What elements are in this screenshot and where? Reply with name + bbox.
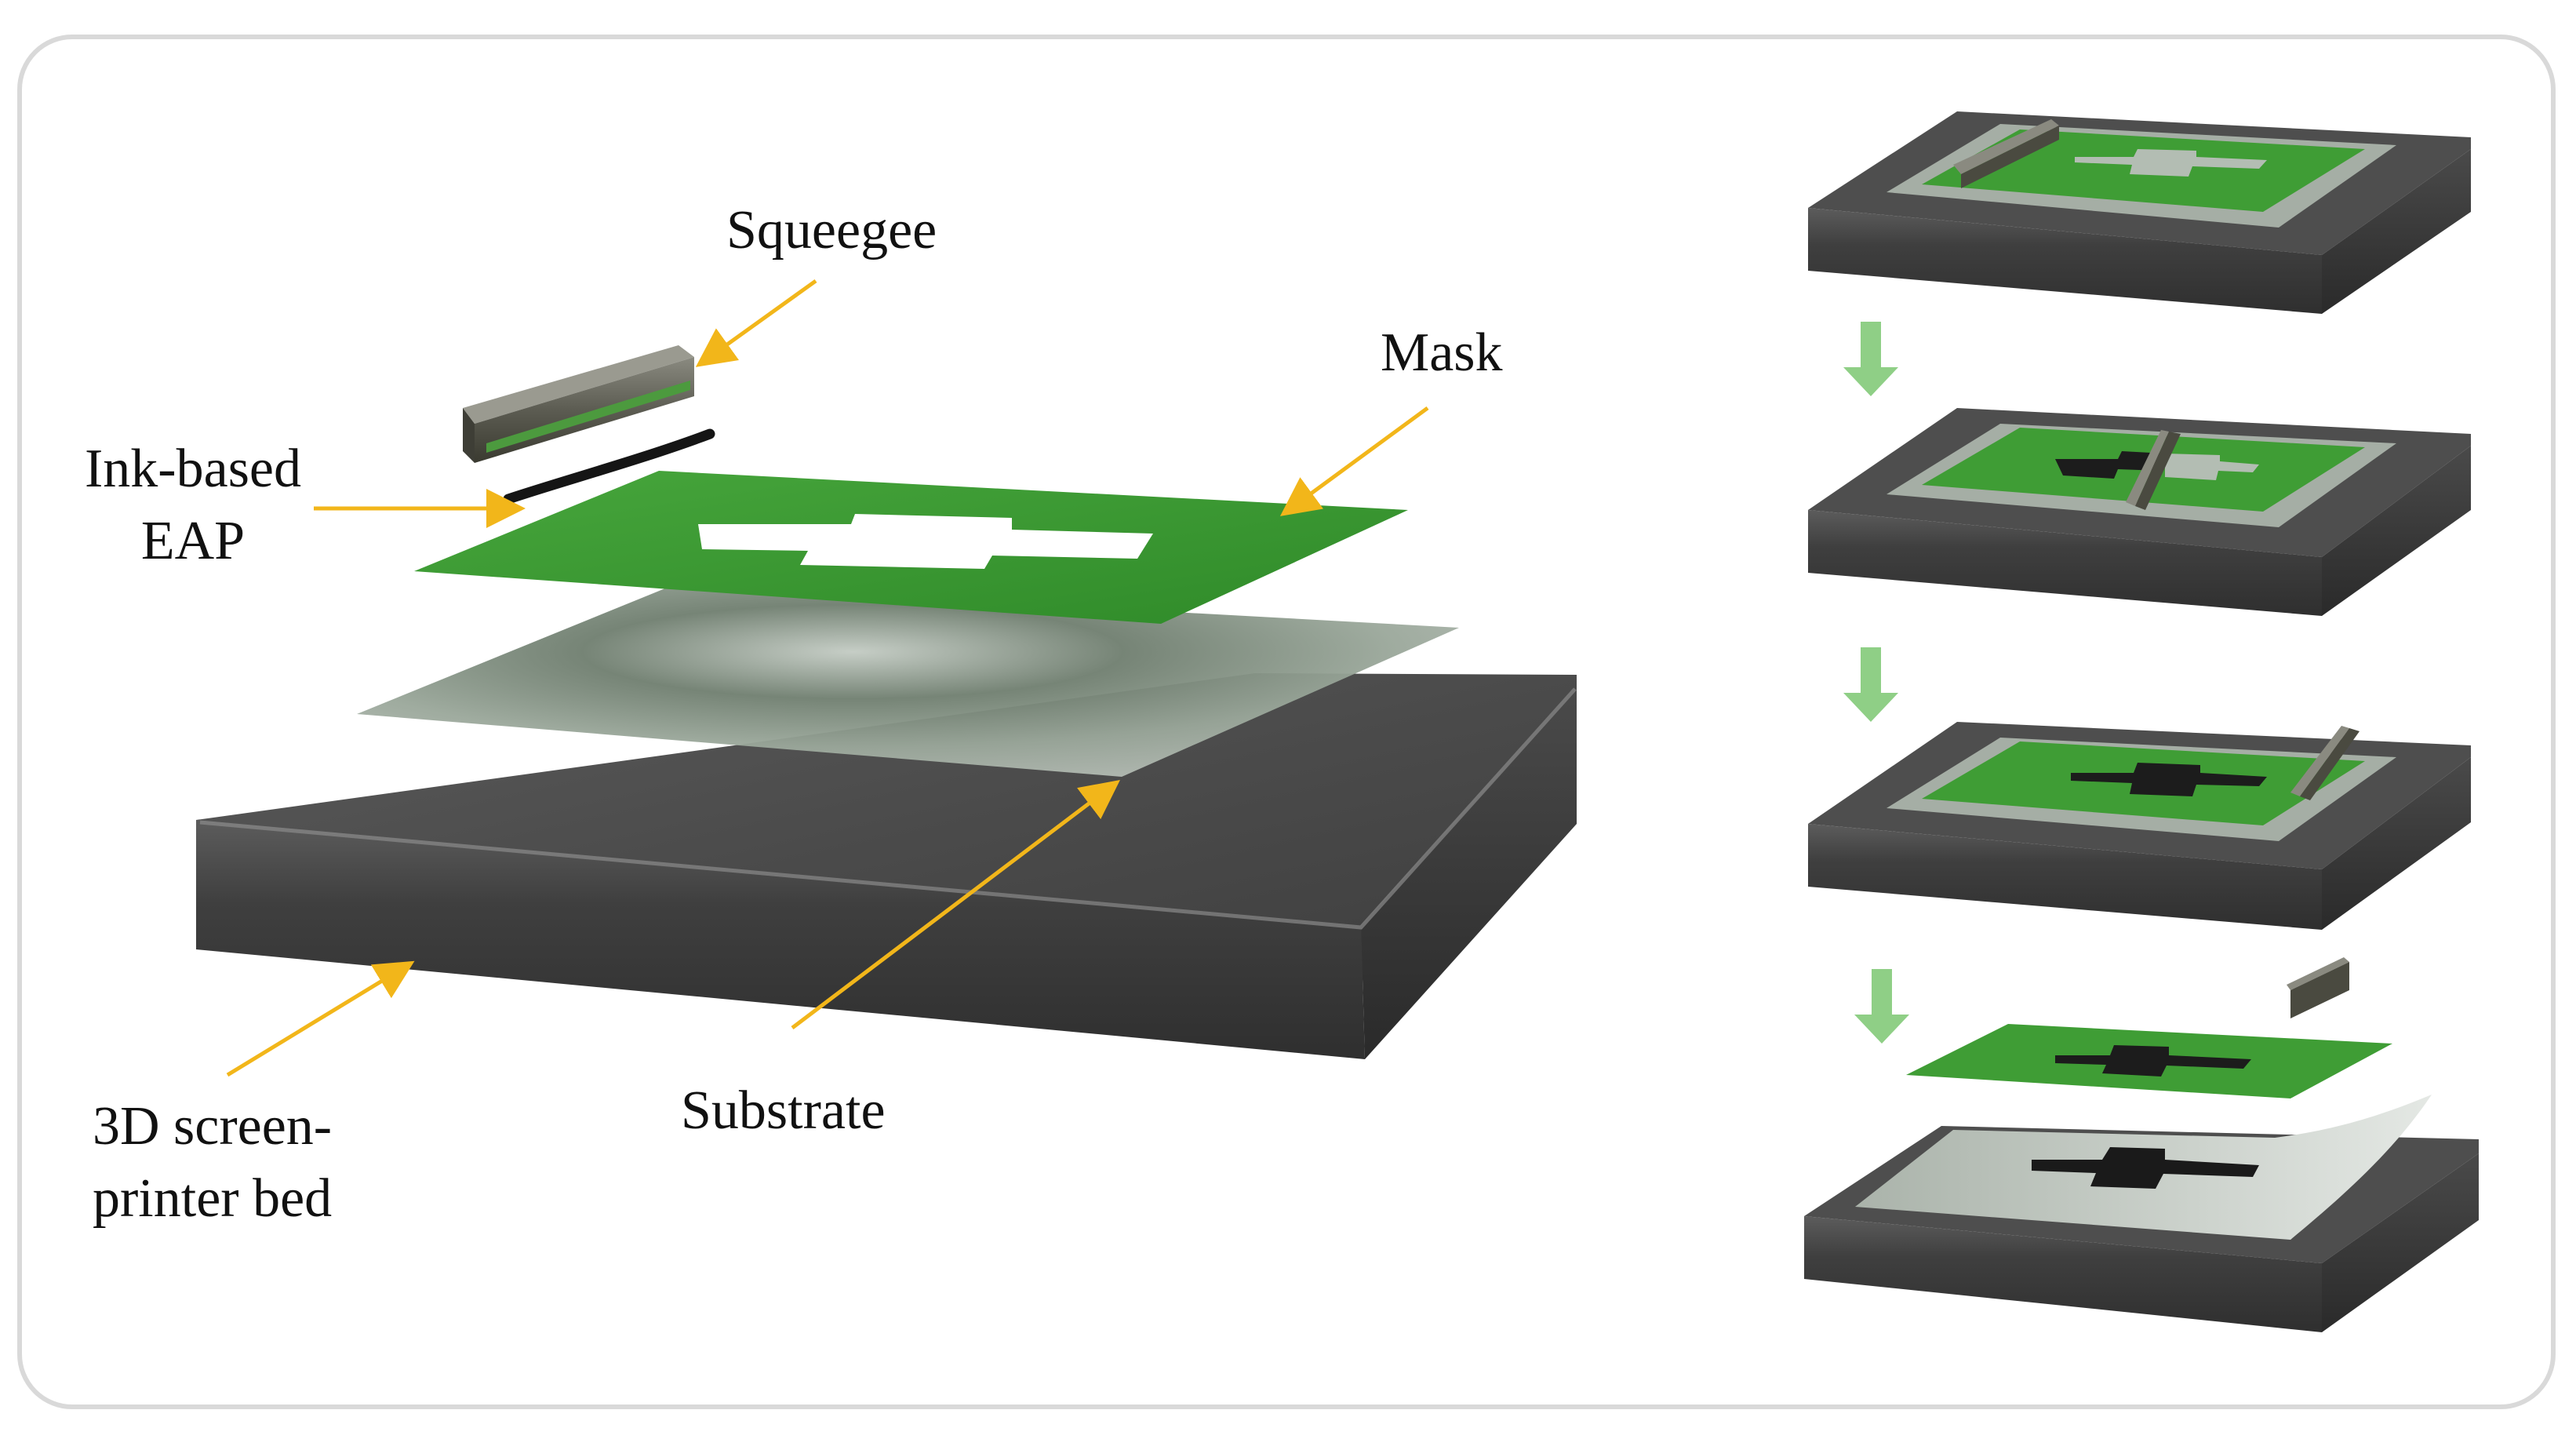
main-panel bbox=[196, 279, 1577, 1077]
step-arrow-2-head bbox=[1843, 693, 1898, 722]
step1-squeegee-front bbox=[1961, 126, 2059, 188]
step2-opening bbox=[2165, 454, 2259, 480]
step2-bed-side bbox=[2322, 446, 2471, 616]
step-arrow-2-shaft bbox=[1861, 647, 1881, 696]
mask-opening bbox=[698, 514, 1153, 569]
step3-ink-filled bbox=[2071, 763, 2267, 796]
step-arrow-3-head bbox=[1854, 1015, 1909, 1044]
step-arrow-1 bbox=[1843, 322, 1898, 396]
step-arrow-2 bbox=[1843, 647, 1898, 722]
ink-eap-line bbox=[503, 428, 715, 505]
step1-bed-front bbox=[1808, 208, 2322, 314]
step4-bed-side bbox=[2322, 1153, 2479, 1332]
squeegee-body bbox=[463, 408, 475, 463]
step-2 bbox=[1808, 408, 2471, 616]
squeegee-main bbox=[463, 345, 694, 463]
arrow-to-mask bbox=[1279, 406, 1429, 516]
arrow-to-substrate bbox=[791, 779, 1120, 1029]
step1-opening bbox=[2075, 149, 2267, 177]
squeegee-top bbox=[463, 345, 694, 424]
step-arrow-1-head bbox=[1843, 367, 1898, 396]
squeegee-green-edge bbox=[486, 381, 690, 453]
label-printer-bed: 3D screen- printer bed bbox=[93, 1096, 333, 1229]
step2-squeegee bbox=[2126, 430, 2169, 506]
label-squeegee: Squeegee bbox=[726, 200, 937, 260]
label-mask: Mask bbox=[1381, 322, 1503, 383]
arrow-to-squeegee bbox=[695, 279, 817, 367]
step3-bed-side bbox=[2322, 757, 2471, 930]
step3-squeegee bbox=[2290, 726, 2349, 796]
substrate-sheet bbox=[357, 585, 1459, 777]
step3-bed-front bbox=[1808, 824, 2322, 930]
bed-edge-highlight bbox=[199, 687, 1577, 930]
step1-squeegee bbox=[1953, 119, 2059, 174]
step-arrow-1-shaft bbox=[1861, 322, 1881, 370]
step-arrow-3-shaft bbox=[1872, 969, 1892, 1018]
mask-sheet bbox=[414, 471, 1408, 624]
pointer-arrows bbox=[226, 279, 1429, 1077]
steps-panel bbox=[1804, 111, 2479, 1332]
step4-bed-front bbox=[1804, 1216, 2322, 1332]
step3-squeegee-front bbox=[2300, 728, 2360, 800]
bed-front-face bbox=[196, 820, 1365, 1059]
label-ink-based-eap: Ink-based EAP bbox=[85, 439, 302, 571]
step4-mask-pattern bbox=[2055, 1045, 2251, 1077]
step4-squeegee bbox=[2287, 957, 2349, 990]
step2-ink-filled bbox=[2055, 451, 2165, 479]
step-3 bbox=[1808, 722, 2471, 930]
step2-bed-front bbox=[1808, 510, 2322, 616]
step-arrow-3 bbox=[1854, 969, 1909, 1044]
step-4 bbox=[1804, 957, 2479, 1332]
printer-bed bbox=[196, 673, 1577, 1059]
step-1 bbox=[1808, 111, 2471, 314]
step2-squeegee-front bbox=[2135, 432, 2181, 510]
label-substrate: Substrate bbox=[681, 1080, 886, 1141]
arrow-to-bed bbox=[226, 960, 415, 1077]
step1-bed-side bbox=[2322, 149, 2471, 314]
step4-printed-pattern bbox=[2032, 1147, 2259, 1189]
step4-squeegee-front bbox=[2290, 962, 2349, 1018]
bed-side-face bbox=[1361, 690, 1577, 1059]
